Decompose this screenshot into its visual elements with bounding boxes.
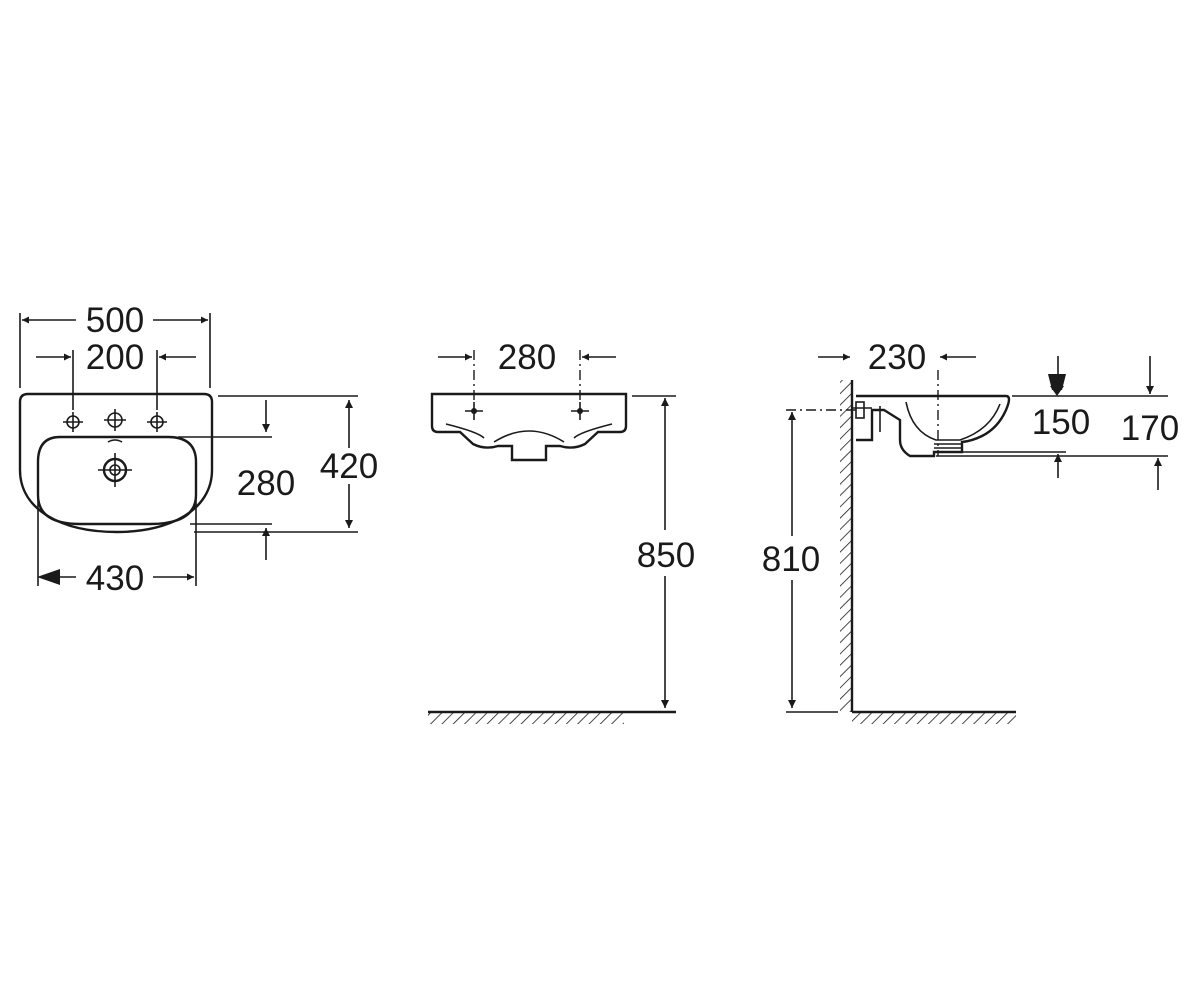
front-view: 280 850	[428, 338, 695, 724]
dim-overall-width: 500	[86, 301, 144, 340]
wall	[840, 380, 854, 712]
fixing-hole-left-icon	[465, 402, 483, 420]
front-basin-outline	[430, 392, 628, 462]
overflow-slot	[107, 439, 123, 443]
tap-hole-left-icon	[63, 412, 83, 432]
tap-hole-right-icon	[147, 412, 167, 432]
drain-icon	[98, 453, 132, 487]
dim-projection: 230	[868, 338, 926, 377]
dim-fixing-height: 810	[762, 540, 820, 579]
side-basin-outline	[856, 394, 1011, 458]
dim-depth: 420	[320, 447, 378, 486]
dim-tap-spacing: 200	[86, 338, 144, 377]
bowl-outline	[36, 435, 198, 526]
dim-bowl-height: 150	[1032, 403, 1090, 442]
tap-hole-center-icon	[104, 409, 126, 431]
dim-bowl-depth: 280	[237, 464, 295, 503]
floor-side	[852, 710, 1016, 724]
basin-outline	[18, 392, 214, 534]
dim-overall-height: 170	[1121, 409, 1179, 448]
fixing-hole-right-icon	[571, 402, 589, 420]
floor-front	[428, 710, 676, 724]
dim-rim-height: 850	[637, 536, 695, 575]
top-view: 500 200 280 420 430	[18, 301, 378, 598]
side-view: 230 810 150 170	[762, 338, 1179, 724]
dim-fixing-spacing: 280	[498, 338, 556, 377]
dim-bowl-width: 430	[86, 559, 144, 598]
